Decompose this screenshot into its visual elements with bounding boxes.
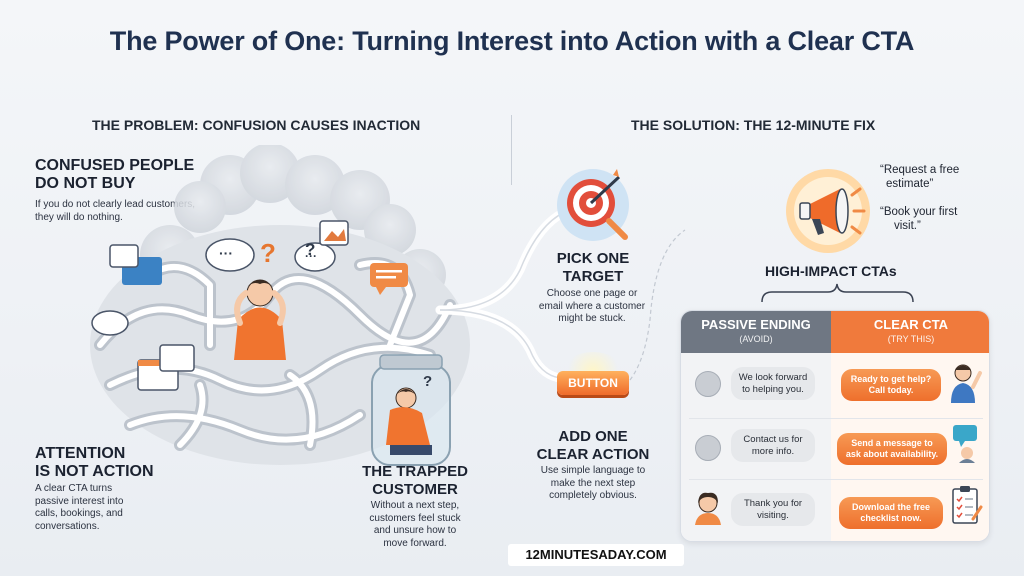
target-icon [557, 169, 629, 241]
page-title: The Power of One: Turning Interest into … [109, 26, 915, 56]
clear-bubble: Ready to get help? Call today. [841, 369, 941, 401]
add-body: Use simple language to make the next ste… [540, 465, 646, 501]
question-mark-icon: ? [305, 240, 316, 259]
row-separator [689, 418, 983, 419]
person-icon [695, 435, 721, 461]
passive-bubble: Thank you for visiting. [731, 493, 815, 526]
checklist-icon [952, 486, 983, 524]
person-icon [695, 371, 721, 397]
maze-illustration [90, 145, 470, 466]
cta-comparison-table: PASSIVE ENDING (AVOID) CLEAR CTA (TRY TH… [680, 310, 990, 542]
clear-header: CLEAR CTA (TRY THIS) [831, 311, 989, 353]
speech-bubble-icon [205, 238, 336, 272]
passive-bubble: Contact us for more info. [731, 429, 815, 462]
megaphone-icon [786, 169, 870, 253]
site-badge[interactable]: 12MINUTESADAY.COM [508, 544, 684, 566]
quote-2: “Book your first visit.” [880, 206, 958, 232]
attention-title: ATTENTION IS NOT ACTION [35, 445, 154, 480]
problem-heading: THE PROBLEM: CONFUSION CAUSES INACTION [92, 117, 421, 133]
bubble-dots: ··· [305, 249, 317, 263]
bubble-dots: ··· [219, 245, 233, 261]
clear-bubble: Send a message to ask about availability… [837, 433, 947, 465]
confused-body: If you do not clearly lead customers, th… [35, 199, 196, 223]
section-divider [511, 115, 512, 185]
person-icon [951, 364, 982, 403]
confused-person-icon [234, 279, 286, 360]
chat-icon [953, 425, 977, 463]
pick-body: Choose one page or email where a custome… [538, 288, 646, 324]
high-impact-label: HIGH-IMPACT CTAs [765, 263, 897, 279]
brace [761, 283, 914, 303]
solution-heading: THE SOLUTION: THE 12-MINUTE FIX [631, 117, 876, 133]
connector-lines [435, 205, 686, 383]
confused-title: CONFUSED PEOPLE DO NOT BUY [35, 157, 195, 192]
trapped-title: THE TRAPPED CUSTOMER [362, 463, 468, 498]
image-icon [109, 220, 349, 285]
chat-icon [370, 263, 408, 295]
jar-icon [371, 354, 451, 466]
pick-title: PICK ONE TARGET [556, 250, 630, 285]
question-mark-icon: ? [423, 373, 433, 390]
attention-body: A clear CTA turns passive interest into … [35, 483, 124, 532]
person-icon [695, 492, 721, 525]
quote-1: “Request a free estimate” [880, 164, 960, 190]
trapped-body: Without a next step, customers feel stuc… [369, 500, 461, 549]
question-mark-icon: ? [260, 238, 276, 268]
passive-header: PASSIVE ENDING (AVOID) [681, 311, 831, 353]
cta-button[interactable]: BUTTON [557, 371, 629, 395]
row-separator [689, 479, 983, 480]
passive-bubble: We look forward to helping you. [731, 367, 815, 400]
window-icon [91, 310, 195, 391]
clear-bubble: Download the free checklist now. [839, 497, 943, 529]
add-title: ADD ONE CLEAR ACTION [536, 428, 650, 463]
